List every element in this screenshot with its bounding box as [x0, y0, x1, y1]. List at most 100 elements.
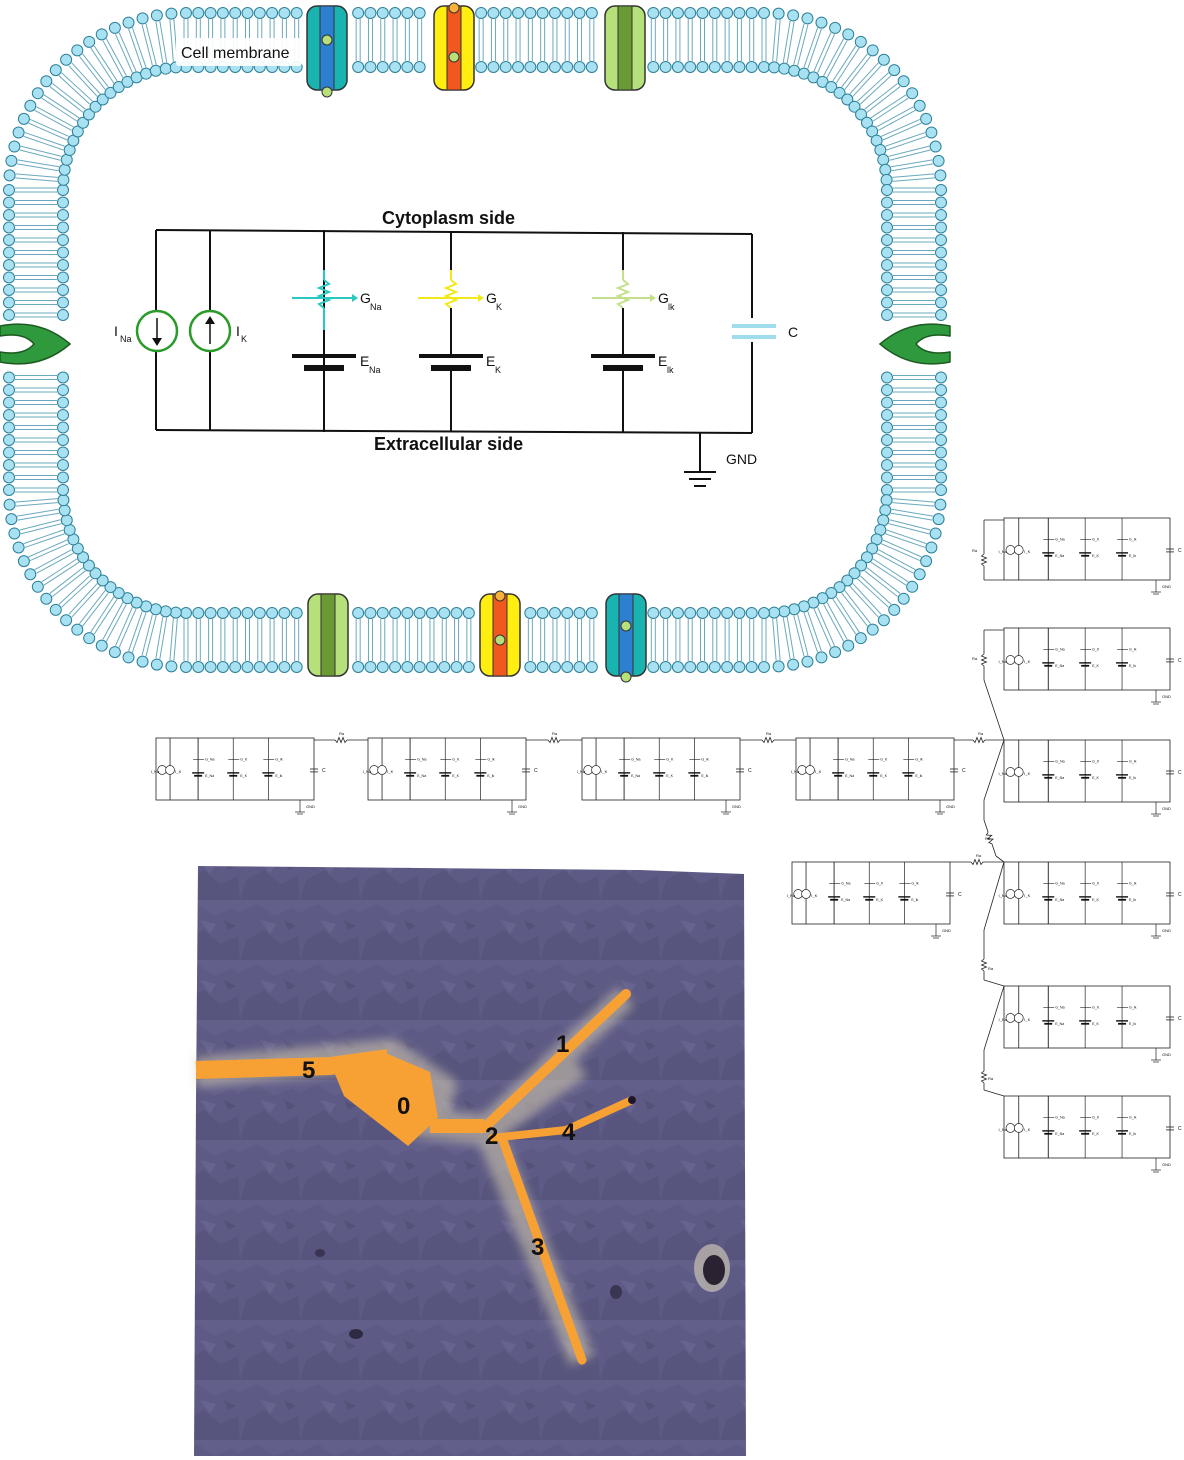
- current-source-k: I K: [188, 309, 247, 353]
- mini-gnd: GND: [732, 804, 741, 809]
- cytoplasm-side-label: Cytoplasm side: [382, 208, 515, 228]
- dendrite-1: [479, 989, 631, 1133]
- mini-gnd: GND: [1162, 928, 1171, 933]
- mini-i-na: I_Na: [998, 659, 1007, 664]
- mini-g: G_K: [240, 757, 248, 761]
- mini-g: G_Na: [1055, 647, 1064, 651]
- dendrite-3: [497, 1133, 587, 1365]
- cell-membrane: [3, 7, 947, 673]
- mini-i-na: I_Na: [791, 769, 800, 774]
- axial-resistor: Ra: [983, 819, 997, 857]
- mini-ra: Ra: [766, 731, 772, 736]
- neuron-micrograph: 0 1 2 3 4 5: [194, 866, 746, 1456]
- mini-g: G_lk: [1129, 537, 1137, 541]
- g-k-sub: K: [496, 302, 502, 312]
- vessel-core: [703, 1255, 725, 1285]
- mini-e: E_Na: [1055, 1132, 1064, 1136]
- mini-e: E_Na: [1055, 554, 1064, 558]
- mini-e: E_K: [1092, 1132, 1099, 1136]
- mini-c: C: [748, 768, 752, 774]
- label-3: 3: [531, 1234, 544, 1261]
- mini-e: E_K: [666, 774, 673, 778]
- mini-ra: Ra: [978, 731, 984, 736]
- i-k-label: I: [236, 323, 240, 339]
- conductance-k: G K: [418, 270, 502, 356]
- k-channel-bottom: [479, 590, 521, 677]
- mini-e: E_K: [1092, 664, 1099, 668]
- axial-resistor: Ra: [740, 731, 796, 744]
- mini-c: C: [534, 768, 538, 774]
- mini-g: G_lk: [1129, 759, 1137, 763]
- mini-e: E_K: [452, 774, 459, 778]
- g-lk-sub: lk: [668, 302, 675, 312]
- mini-g: G_Na: [205, 757, 214, 761]
- axial-resistor: Ra: [980, 1064, 994, 1090]
- mini-g: G_Na: [1055, 1115, 1064, 1119]
- mini-e: E_K: [240, 774, 247, 778]
- mini-e: E_Na: [1055, 776, 1064, 780]
- mini-ra: Ra: [972, 656, 978, 661]
- mini-g: G_lk: [1129, 1115, 1137, 1119]
- e-na-label: E: [360, 353, 369, 369]
- mini-ra: Ra: [988, 1076, 994, 1081]
- extracellular-side-label: Extracellular side: [374, 434, 523, 454]
- soma-0: [330, 1054, 438, 1146]
- mini-g: G_K: [666, 757, 674, 761]
- mini-g: G_lk: [1129, 647, 1137, 651]
- g-lk-label: G: [658, 290, 669, 306]
- label-1: 1: [556, 1031, 569, 1058]
- mini-i-k: I_K: [811, 893, 817, 898]
- mini-gnd: GND: [946, 804, 955, 809]
- mini-e: E_Na: [631, 774, 640, 778]
- mini-e: E_K: [1092, 1022, 1099, 1026]
- mini-g: G_lk: [915, 757, 923, 761]
- mini-g: G_K: [1092, 759, 1100, 763]
- label-2: 2: [485, 1123, 498, 1150]
- axial-resistor: Ra: [972, 640, 988, 680]
- mini-gnd: GND: [1162, 1052, 1171, 1057]
- mini-g: G_Na: [417, 757, 426, 761]
- mini-e: E_K: [876, 898, 883, 902]
- axial-resistor: Ra: [526, 731, 582, 744]
- mini-ra: Ra: [985, 836, 991, 841]
- mini-e: E_K: [1092, 898, 1099, 902]
- mini-e: E_Na: [845, 774, 854, 778]
- micrograph-background: [194, 866, 746, 1456]
- mini-g: G_Na: [1055, 1005, 1064, 1009]
- mini-e: E_Na: [841, 898, 850, 902]
- mini-i-na: I_Na: [151, 769, 160, 774]
- dendrite-4: [488, 1096, 636, 1142]
- mini-i-k: I_K: [387, 769, 393, 774]
- mini-e: E_K: [1092, 554, 1099, 558]
- mini-c: C: [322, 768, 326, 774]
- mini-c: C: [958, 892, 962, 898]
- mini-e: E_Na: [1055, 1022, 1064, 1026]
- mini-gnd: GND: [518, 804, 527, 809]
- battery-leak: E lk: [591, 353, 674, 375]
- mini-g: G_K: [1092, 537, 1100, 541]
- mini-i-k: I_K: [1024, 893, 1030, 898]
- mini-g: G_K: [452, 757, 460, 761]
- mini-g: G_K: [1092, 1115, 1100, 1119]
- mini-g: G_Na: [841, 881, 850, 885]
- mini-g: G_Na: [1055, 881, 1064, 885]
- mini-e: E_Na: [205, 774, 214, 778]
- e-k-sub: K: [495, 365, 501, 375]
- mini-ra: Ra: [988, 966, 994, 971]
- mini-i-na: I_Na: [998, 771, 1007, 776]
- mini-e: E_lk: [1129, 664, 1136, 668]
- mini-g: G_Na: [1055, 537, 1064, 541]
- ground-symbol: GND: [684, 433, 757, 487]
- mini-g: G_lk: [1129, 881, 1137, 885]
- battery-na: E Na: [292, 330, 381, 375]
- mini-g: G_Na: [1055, 759, 1064, 763]
- battery-k: E K: [419, 353, 501, 375]
- mini-gnd: GND: [942, 928, 951, 933]
